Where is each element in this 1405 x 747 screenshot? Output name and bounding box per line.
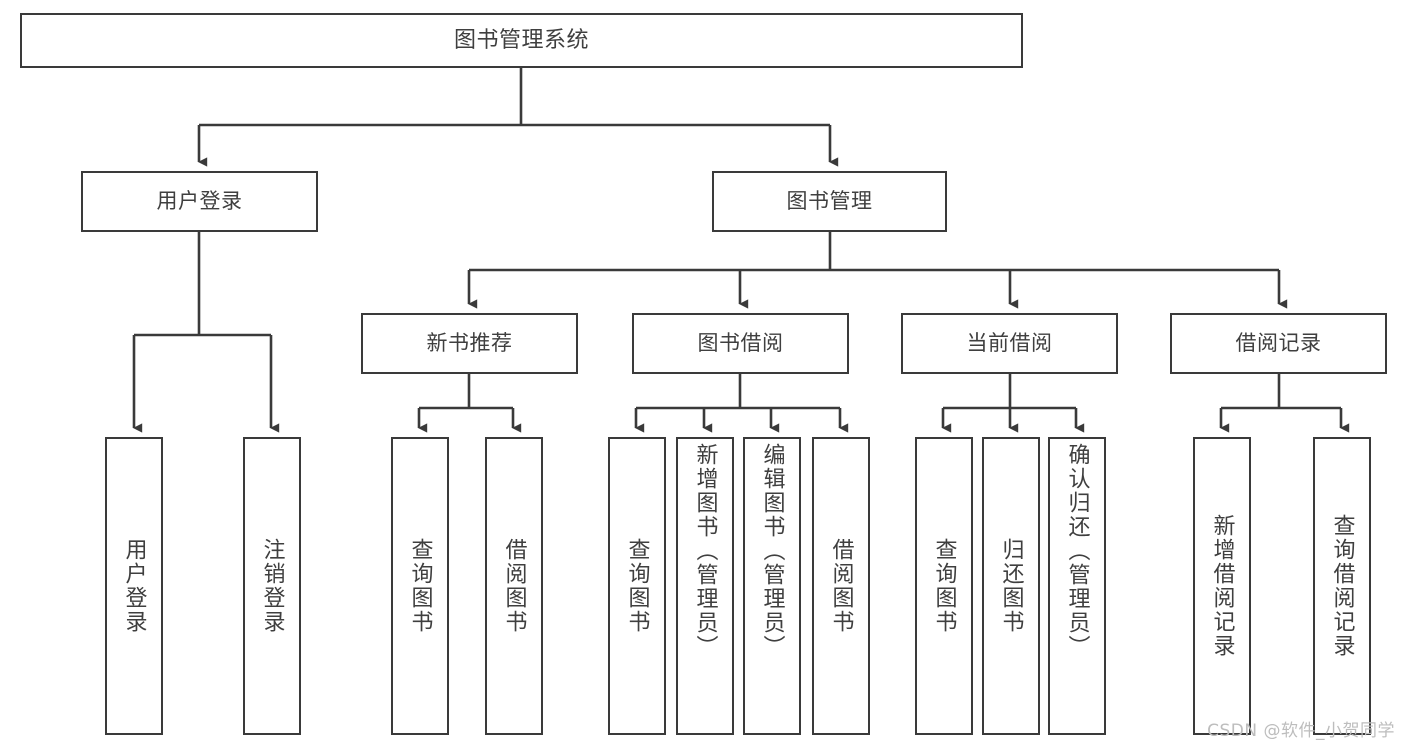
node-label: 查询图书 bbox=[624, 538, 650, 634]
leaf-edit-book-admin[interactable]: 编辑图书（管理员） bbox=[743, 437, 801, 735]
leaf-add-borrow-record[interactable]: 新增借阅记录 bbox=[1193, 437, 1251, 735]
node-label: 确认归还（管理员） bbox=[1064, 443, 1090, 659]
node-borrow-record[interactable]: 借阅记录 bbox=[1170, 313, 1387, 374]
node-label: 借阅图书 bbox=[501, 538, 527, 634]
node-book-management[interactable]: 图书管理 bbox=[712, 171, 947, 232]
node-label: 新书推荐 bbox=[426, 331, 513, 355]
node-label: 借阅记录 bbox=[1235, 331, 1322, 355]
node-label: 查询借阅记录 bbox=[1329, 514, 1355, 658]
leaf-add-book-admin[interactable]: 新增图书（管理员） bbox=[676, 437, 734, 735]
leaf-borrow-book-recommendation[interactable]: 借阅图书 bbox=[485, 437, 543, 735]
leaf-query-borrow-record[interactable]: 查询借阅记录 bbox=[1313, 437, 1371, 735]
node-label: 图书管理系统 bbox=[453, 27, 589, 53]
node-label: 查询图书 bbox=[931, 538, 957, 634]
node-label: 用户登录 bbox=[156, 189, 243, 213]
node-label: 查询图书 bbox=[407, 538, 433, 634]
node-current-borrow[interactable]: 当前借阅 bbox=[901, 313, 1118, 374]
leaf-query-book-current[interactable]: 查询图书 bbox=[915, 437, 973, 735]
node-label: 新增借阅记录 bbox=[1209, 514, 1235, 658]
node-label: 图书管理 bbox=[786, 189, 873, 213]
leaf-logout[interactable]: 注销登录 bbox=[243, 437, 301, 735]
leaf-borrow-book[interactable]: 借阅图书 bbox=[812, 437, 870, 735]
node-label: 新增图书（管理员） bbox=[692, 443, 718, 659]
node-label: 用户登录 bbox=[121, 538, 147, 634]
node-root-book-management-system[interactable]: 图书管理系统 bbox=[20, 13, 1023, 68]
leaf-confirm-return-admin[interactable]: 确认归还（管理员） bbox=[1048, 437, 1106, 735]
node-user-login[interactable]: 用户登录 bbox=[81, 171, 318, 232]
node-label: 编辑图书（管理员） bbox=[759, 443, 785, 659]
node-label: 归还图书 bbox=[998, 538, 1024, 634]
watermark-text: CSDN @软件_小贺同学 bbox=[1207, 721, 1395, 741]
node-label: 图书借阅 bbox=[697, 331, 784, 355]
node-label: 注销登录 bbox=[259, 538, 285, 634]
node-new-book-recommendation[interactable]: 新书推荐 bbox=[361, 313, 578, 374]
leaf-query-book-recommendation[interactable]: 查询图书 bbox=[391, 437, 449, 735]
leaf-query-book-borrow[interactable]: 查询图书 bbox=[608, 437, 666, 735]
node-book-borrow[interactable]: 图书借阅 bbox=[632, 313, 849, 374]
leaf-return-book[interactable]: 归还图书 bbox=[982, 437, 1040, 735]
leaf-user-login[interactable]: 用户登录 bbox=[105, 437, 163, 735]
node-label: 当前借阅 bbox=[966, 331, 1053, 355]
node-label: 借阅图书 bbox=[828, 538, 854, 634]
